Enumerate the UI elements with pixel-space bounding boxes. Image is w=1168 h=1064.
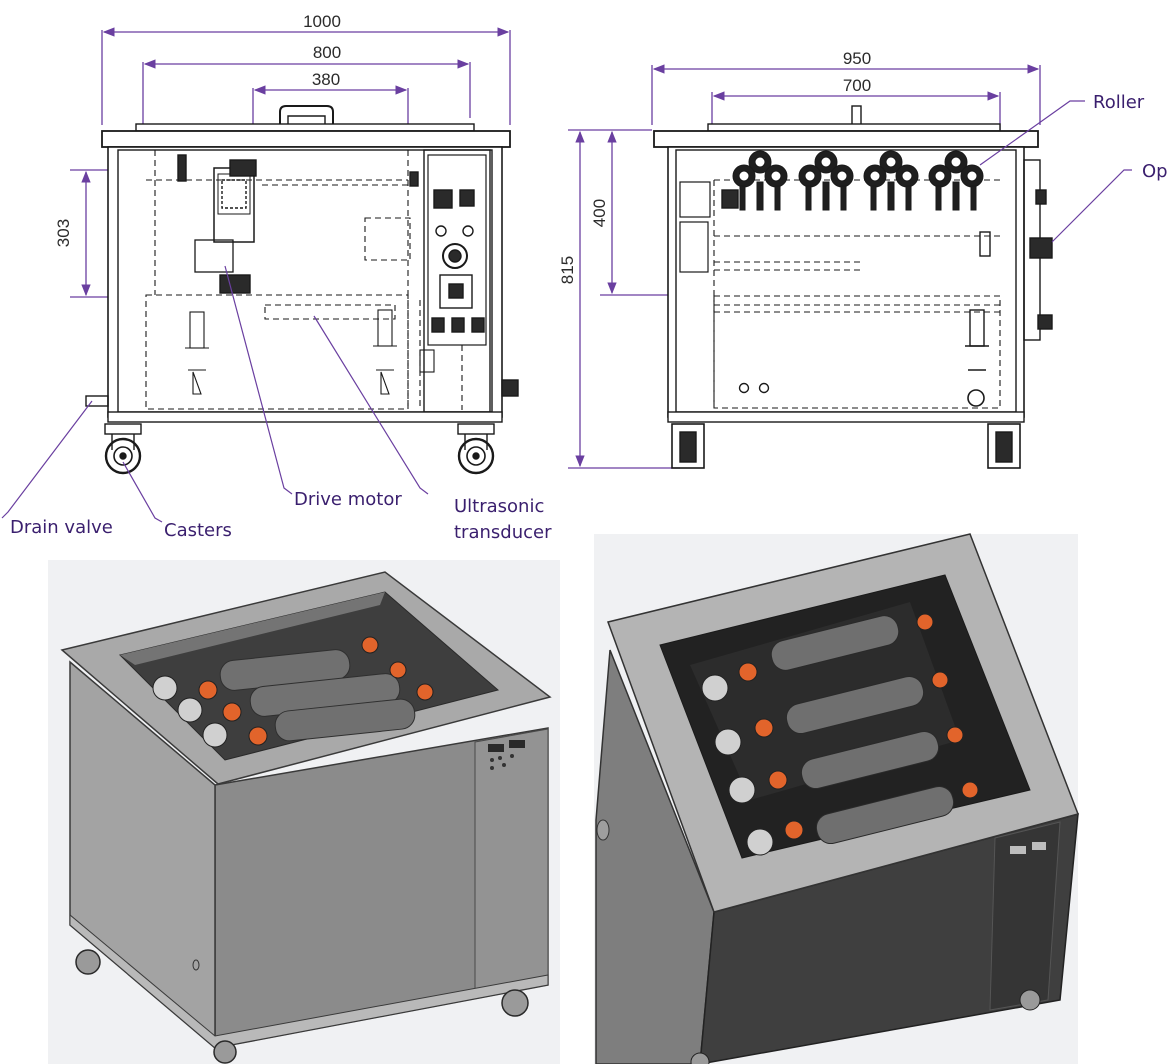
right-rollers <box>701 613 979 856</box>
render-right <box>594 533 1079 1064</box>
dim-tank-height: 400 <box>590 199 609 227</box>
front-caster-left <box>104 423 142 475</box>
callout-drive-motor: Drive motor <box>294 489 402 510</box>
side-dimensions <box>568 64 1041 469</box>
dim-motor-height: 303 <box>54 219 73 247</box>
callout-casters: Casters <box>164 520 232 541</box>
render-left <box>48 560 560 1064</box>
front-machine <box>85 105 519 475</box>
side-machine <box>653 105 1053 469</box>
callout-ultrasonic: Ultrasonic <box>454 496 544 517</box>
left-rollers <box>152 636 434 748</box>
dim-motor-span: 380 <box>312 70 340 89</box>
front-leader-lines <box>1 265 429 523</box>
dim-tank-width: 800 <box>313 43 341 62</box>
callout-drain-valve: Drain valve <box>10 517 113 538</box>
front-caster-right <box>457 423 495 475</box>
side-roller-caps <box>732 150 984 211</box>
callout-roller: Roller <box>1093 92 1145 113</box>
callout-transducer: transducer <box>454 522 552 543</box>
front-view: 1000 800 380 303 <box>1 12 552 543</box>
dim-overall-depth: 950 <box>843 49 871 68</box>
side-leader-lines <box>979 100 1132 243</box>
dim-tank-depth: 700 <box>843 76 871 95</box>
callout-op: Op <box>1142 161 1168 182</box>
dim-overall-height: 815 <box>558 256 577 284</box>
dim-overall-width: 1000 <box>303 12 341 31</box>
side-view: 950 700 400 815 <box>558 49 1168 469</box>
